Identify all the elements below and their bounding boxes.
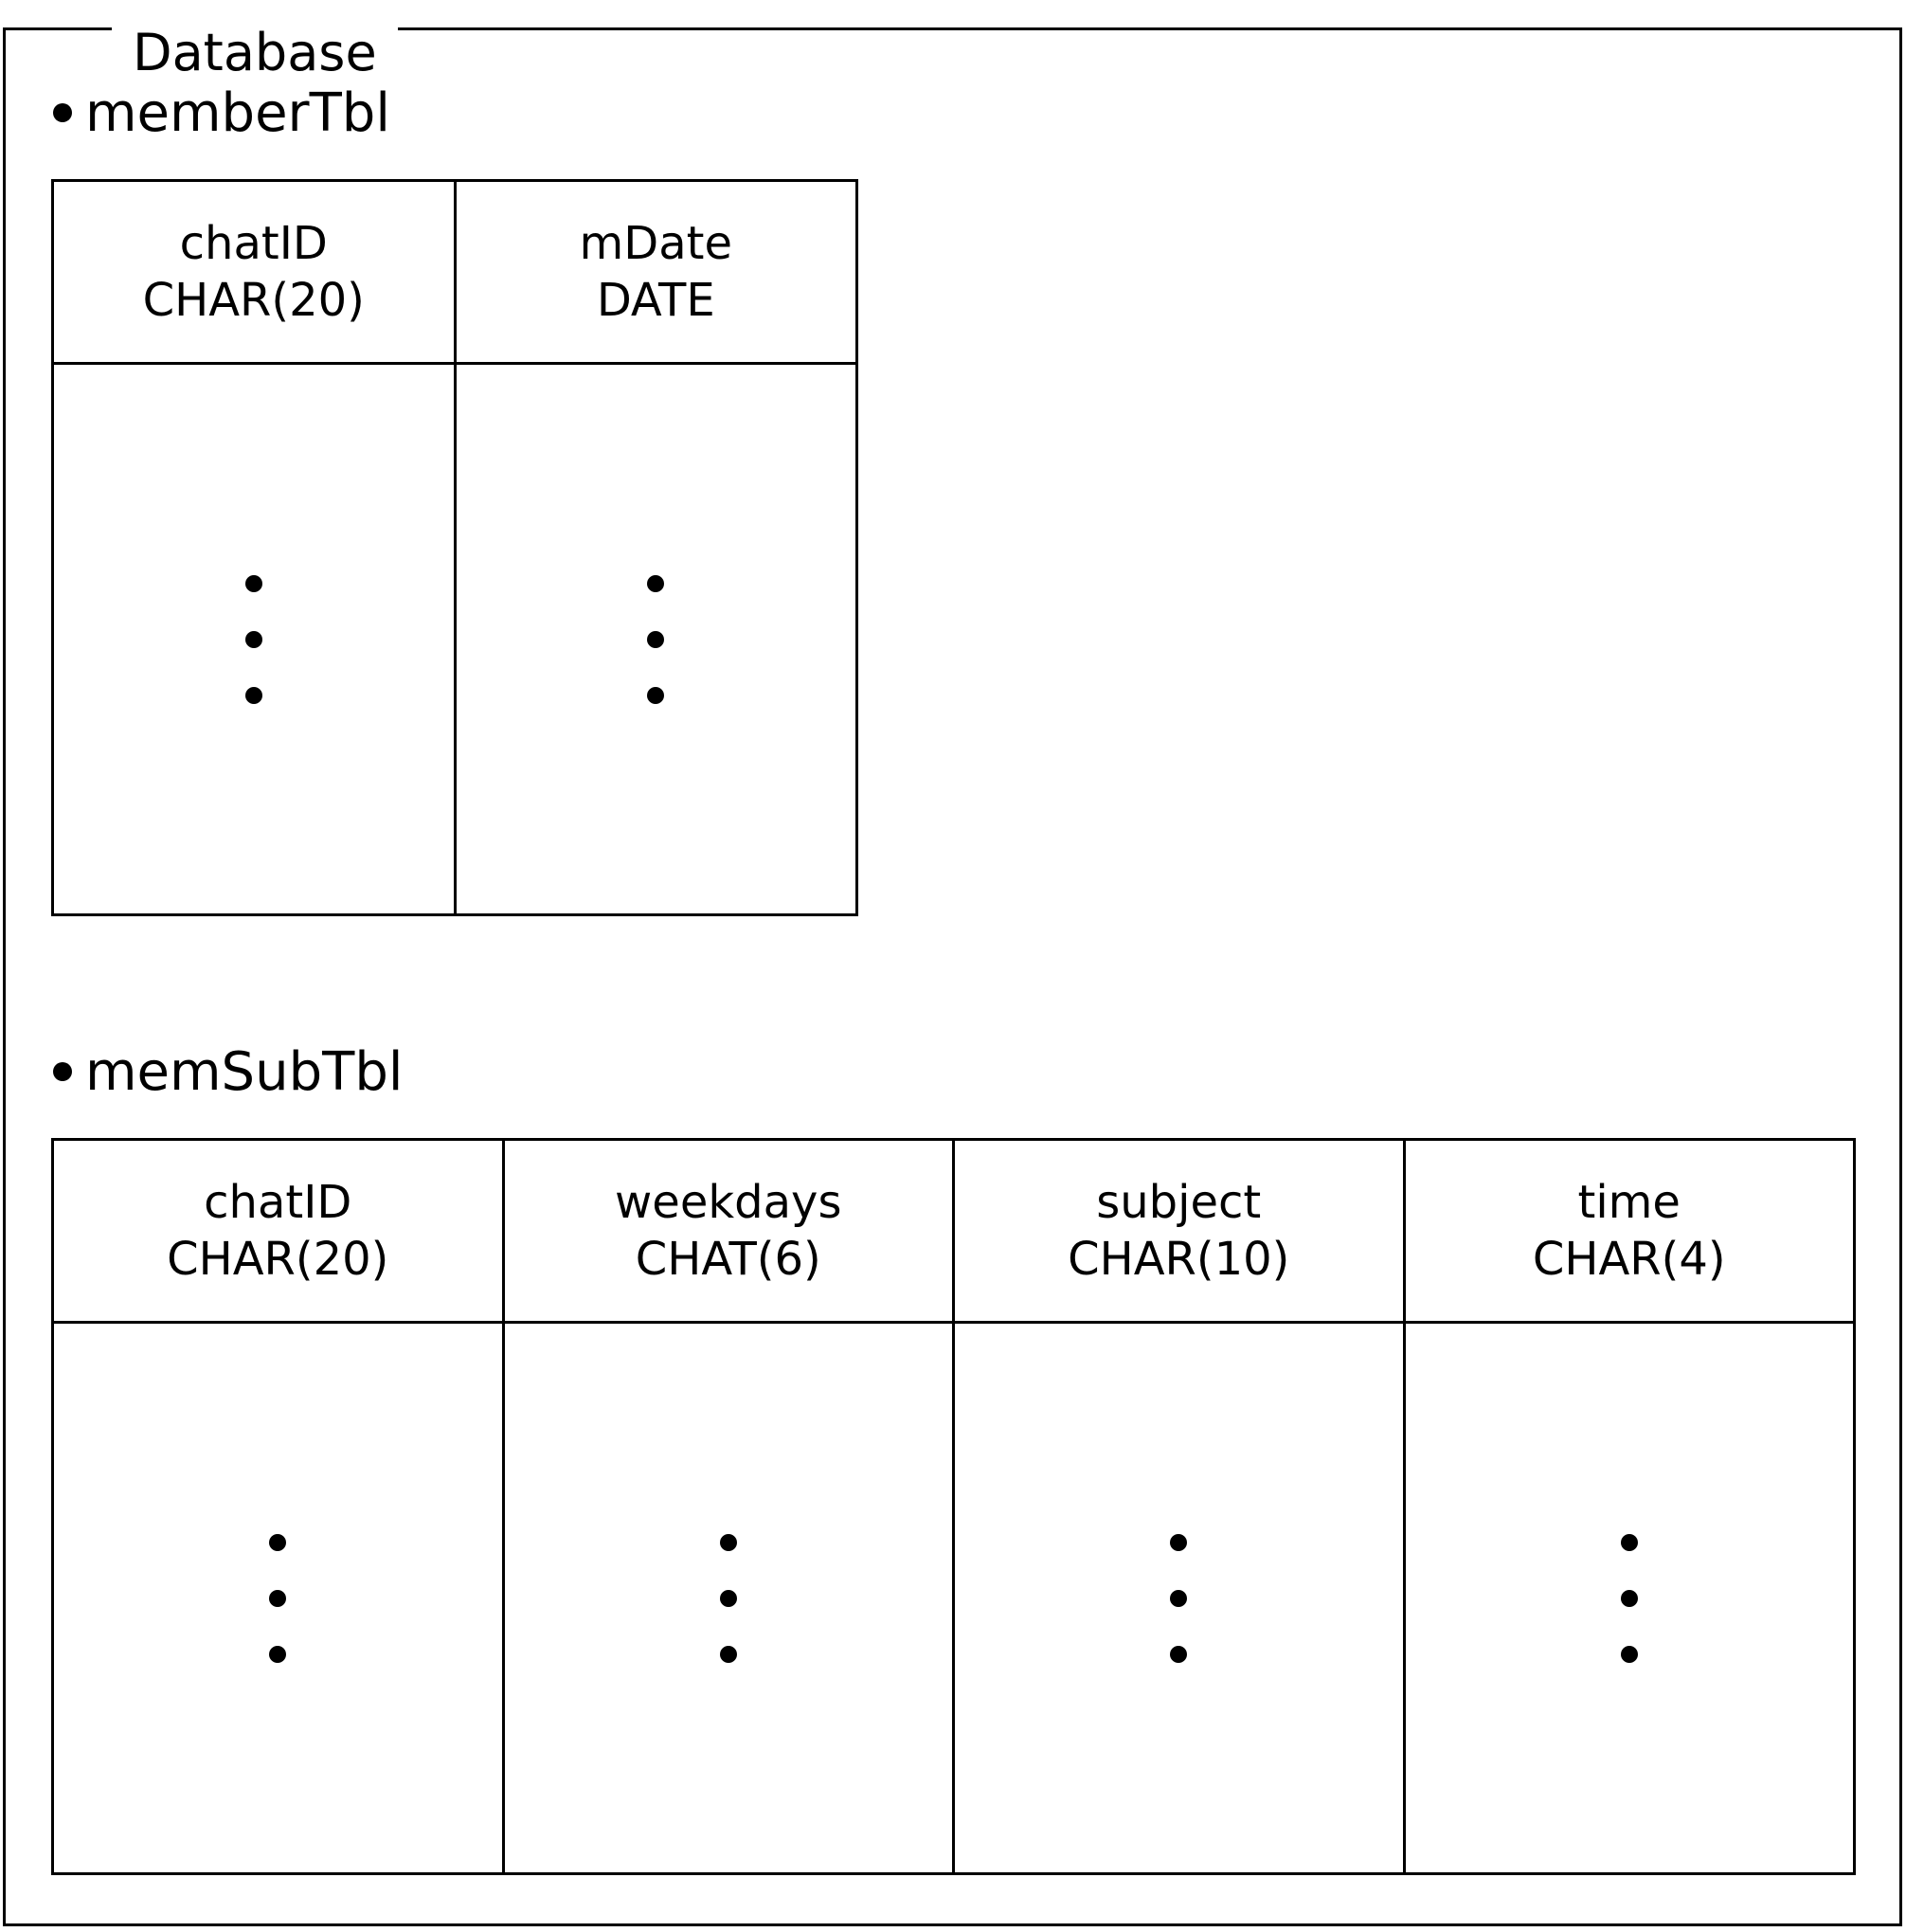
vertical-ellipsis-icon xyxy=(1620,1533,1638,1663)
column-header: chatID CHAR(20) xyxy=(54,1141,502,1324)
column-type: DATE xyxy=(596,274,715,327)
column-header: time CHAR(4) xyxy=(1405,1141,1853,1324)
table-heading: memberTbl xyxy=(53,83,390,144)
table-heading: memSubTbl xyxy=(53,1042,403,1103)
table-column: subject CHAR(10) xyxy=(952,1141,1403,1872)
table-column: chatID CHAR(20) xyxy=(54,182,454,913)
column-type: CHAR(10) xyxy=(1068,1233,1290,1286)
column-body xyxy=(955,1324,1403,1872)
column-type: CHAR(4) xyxy=(1532,1233,1726,1286)
database-title: Database xyxy=(112,27,398,80)
column-name: chatID xyxy=(179,217,328,270)
vertical-ellipsis-icon xyxy=(244,574,262,704)
column-name: time xyxy=(1577,1176,1681,1229)
column-header: mDate DATE xyxy=(456,182,855,365)
vertical-ellipsis-icon xyxy=(269,1533,287,1663)
column-type: CHAR(20) xyxy=(142,274,365,327)
table-name: memSubTbl xyxy=(85,1041,404,1103)
column-name: mDate xyxy=(579,217,732,270)
column-header: weekdays CHAT(6) xyxy=(504,1141,952,1324)
column-body xyxy=(1406,1324,1854,1872)
table-column: weekdays CHAT(6) xyxy=(501,1141,953,1872)
table-membertbl: chatID CHAR(20) mDate DATE xyxy=(51,179,858,916)
bullet-icon xyxy=(53,102,72,122)
table-memsubtbl: chatID CHAR(20) weekdays CHAT(6) subject… xyxy=(51,1138,1856,1875)
bullet-icon xyxy=(53,1061,72,1081)
column-name: subject xyxy=(1096,1176,1262,1229)
table-column: chatID CHAR(20) xyxy=(54,1141,502,1872)
vertical-ellipsis-icon xyxy=(1170,1533,1188,1663)
table-column: time CHAR(4) xyxy=(1402,1141,1854,1872)
table-column: mDate DATE xyxy=(453,182,856,913)
column-name: weekdays xyxy=(615,1176,842,1229)
column-header: chatID CHAR(20) xyxy=(54,182,454,365)
column-body xyxy=(457,365,856,913)
column-type: CHAR(20) xyxy=(167,1233,389,1286)
column-body xyxy=(54,365,454,913)
vertical-ellipsis-icon xyxy=(647,574,665,704)
column-name: chatID xyxy=(204,1176,352,1229)
column-header: subject CHAR(10) xyxy=(955,1141,1403,1324)
column-type: CHAT(6) xyxy=(635,1233,821,1286)
column-body xyxy=(54,1324,502,1872)
table-name: memberTbl xyxy=(85,82,390,144)
database-container: Database xyxy=(3,27,1902,1926)
vertical-ellipsis-icon xyxy=(719,1533,737,1663)
column-body xyxy=(505,1324,953,1872)
